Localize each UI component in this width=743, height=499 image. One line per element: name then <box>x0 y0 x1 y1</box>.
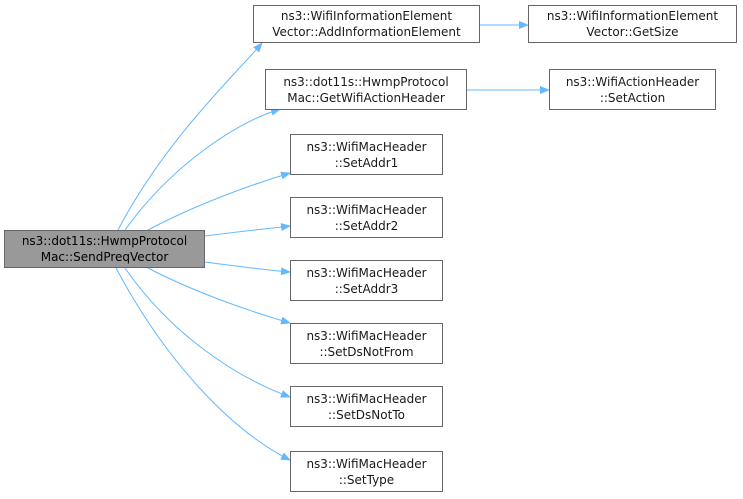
node-set-action-line1: ns3::WifiActionHeader <box>565 74 700 89</box>
node-set-ds-not-to[interactable]: ns3::WifiMacHeader ::SetDsNotTo <box>290 386 443 427</box>
node-set-ds-not-to-line2: ::SetDsNotTo <box>328 407 405 422</box>
node-set-addr1-line2: ::SetAddr1 <box>334 155 399 170</box>
node-get-wifi-action-header-line2: Mac::GetWifiActionHeader <box>287 90 445 105</box>
node-set-ds-not-from-line2: ::SetDsNotFrom <box>319 344 414 359</box>
node-add-information-element-line2: Vector::AddInformationElement <box>272 25 461 39</box>
node-set-addr1-line1: ns3::WifiMacHeader <box>306 139 427 154</box>
node-set-addr3-line1: ns3::WifiMacHeader <box>306 265 427 280</box>
node-set-addr3-line2: ::SetAddr3 <box>334 281 399 296</box>
node-set-addr2-line2: ::SetAddr2 <box>334 218 399 233</box>
edge-to-set-addr1 <box>147 171 291 231</box>
node-send-preq-vector-line1: ns3::dot11s::HwmpProtocol <box>21 234 188 248</box>
edge-to-add-information-element <box>117 42 263 231</box>
node-set-action-line2: ::SetAction <box>599 90 666 105</box>
node-get-wifi-action-header[interactable]: ns3::dot11s::HwmpProtocol Mac::GetWifiAc… <box>265 69 467 110</box>
node-set-ds-not-from[interactable]: ns3::WifiMacHeader ::SetDsNotFrom <box>290 323 443 364</box>
edge-to-set-ds-not-to <box>124 267 291 398</box>
node-add-information-element[interactable]: ns3::WifiInformationElement Vector::AddI… <box>253 5 480 43</box>
node-set-type-line2: ::SetType <box>338 472 395 487</box>
node-get-size-line2: Vector::GetSize <box>586 25 679 39</box>
node-send-preq-vector: ns3::dot11s::HwmpProtocol Mac::SendPreqV… <box>4 230 205 268</box>
node-set-ds-not-from-line1: ns3::WifiMacHeader <box>306 328 427 343</box>
node-set-ds-not-to-line1: ns3::WifiMacHeader <box>306 391 427 406</box>
node-set-addr3[interactable]: ns3::WifiMacHeader ::SetAddr3 <box>290 260 443 301</box>
node-get-size[interactable]: ns3::WifiInformationElement Vector::GetS… <box>528 5 737 43</box>
node-send-preq-vector-line2: Mac::SendPreqVector <box>40 250 169 264</box>
edge-to-set-ds-not-from <box>147 267 291 325</box>
node-set-addr2[interactable]: ns3::WifiMacHeader ::SetAddr2 <box>290 197 443 238</box>
edge-to-set-addr2 <box>204 223 291 237</box>
node-get-wifi-action-header-line1: ns3::dot11s::HwmpProtocol <box>283 74 449 89</box>
edge-to-get-wifi-action-header <box>124 107 281 231</box>
node-set-type[interactable]: ns3::WifiMacHeader ::SetType <box>290 451 443 492</box>
edge-to-set-type <box>115 267 291 461</box>
node-set-type-line1: ns3::WifiMacHeader <box>306 456 427 471</box>
node-add-information-element-line1: ns3::WifiInformationElement <box>280 9 453 23</box>
edge-to-set-addr3 <box>204 261 291 276</box>
node-set-addr1[interactable]: ns3::WifiMacHeader ::SetAddr1 <box>290 134 443 175</box>
node-get-size-line1: ns3::WifiInformationElement <box>546 9 719 23</box>
node-set-action[interactable]: ns3::WifiActionHeader ::SetAction <box>549 69 716 110</box>
node-set-addr2-line1: ns3::WifiMacHeader <box>306 202 427 217</box>
